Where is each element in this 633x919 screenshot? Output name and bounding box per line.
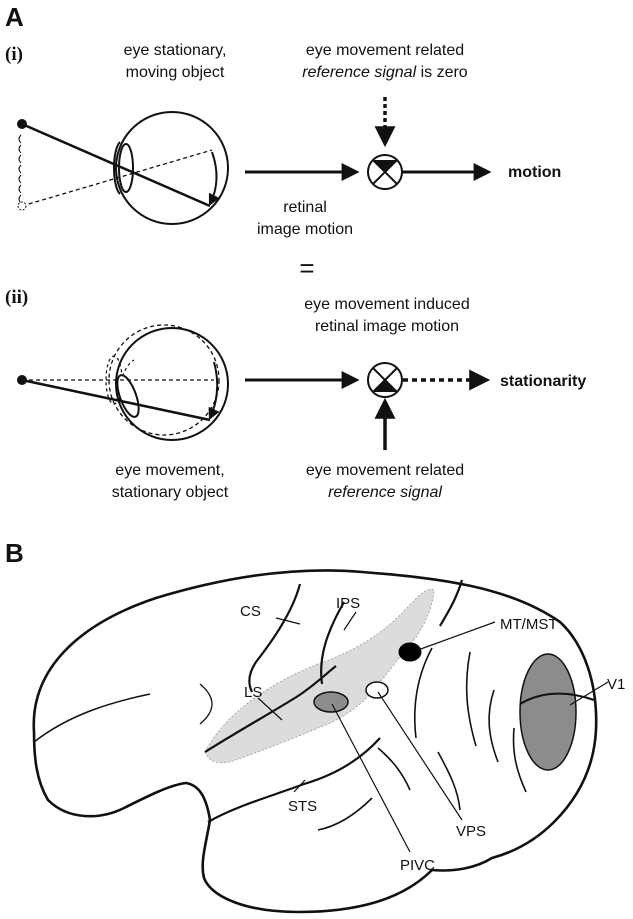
- object-dot-previous: [18, 202, 26, 210]
- occipital-sulcus-2: [489, 690, 498, 762]
- leader-vps: [378, 692, 462, 820]
- row-i-eye-label-line1: eye stationary,: [124, 42, 227, 59]
- panel-a: A (i) eye stationary, moving object eye …: [5, 2, 586, 501]
- mt-mst-area: [399, 643, 421, 661]
- comparator-i: [368, 155, 402, 189]
- eyeball: [116, 328, 228, 440]
- row-i-ref-label-line2: reference signal is zero: [302, 64, 468, 81]
- frontal-curve: [34, 694, 150, 742]
- leader-pivc: [332, 704, 410, 852]
- pivc-area: [314, 692, 348, 712]
- label-ips: IPS: [336, 595, 360, 612]
- prelunate-sulcus: [415, 648, 432, 738]
- object-dot-ii: [17, 375, 27, 385]
- eye-moving: [106, 325, 228, 440]
- label-vps: VPS: [456, 823, 486, 840]
- row-ii-induced-line2: retinal image motion: [315, 318, 459, 335]
- row-i-ref-rest: is zero: [416, 64, 468, 81]
- object-motion-trail: [19, 135, 21, 203]
- eye-stationary: [114, 112, 228, 224]
- row-ii-induced-line1: eye movement induced: [304, 296, 469, 313]
- row-ii-eye-label-line2: stationary object: [112, 484, 229, 501]
- vps-area: [366, 682, 388, 698]
- sulcus-mid: [378, 748, 410, 790]
- row-i-ref-italic: reference signal: [302, 64, 416, 81]
- label-v1: V1: [607, 676, 625, 693]
- lower-temporal-sulcus: [318, 798, 372, 830]
- row-i: (i) eye stationary, moving object eye mo…: [5, 42, 561, 238]
- leader-cs: [276, 618, 300, 624]
- inferior-occipital-sulcus: [438, 752, 460, 810]
- row-i-eye-label-line2: moving object: [126, 64, 225, 81]
- panel-a-letter: A: [5, 2, 24, 32]
- upper-sulcus: [440, 580, 462, 626]
- row-i-retinal-line1: retinal: [283, 199, 327, 216]
- output-motion: motion: [508, 164, 561, 181]
- leader-v1: [570, 682, 608, 705]
- occipital-sulcus-1: [467, 652, 476, 746]
- equals-sign: =: [299, 253, 314, 283]
- comparator-ii: [368, 363, 402, 397]
- panel-b-letter: B: [5, 538, 24, 568]
- label-cs: CS: [240, 603, 261, 620]
- output-stationarity: stationarity: [500, 373, 586, 390]
- leader-mt-mst: [418, 622, 495, 650]
- row-i-label: (i): [5, 44, 23, 65]
- row-i-ref-label-line1: eye movement related: [306, 42, 464, 59]
- row-ii-ref-label-line1: eye movement related: [306, 462, 464, 479]
- panel-b: B: [5, 538, 625, 912]
- label-ls: LS: [244, 684, 262, 701]
- row-ii-eye-label-line1: eye movement,: [115, 462, 224, 479]
- row-ii: (ii) eye movement induced retinal image …: [5, 287, 586, 501]
- leader-ips: [344, 612, 356, 630]
- object-dot: [17, 119, 27, 129]
- row-ii-label: (ii): [5, 287, 28, 308]
- v1-area: [520, 654, 576, 770]
- frontal-pole-curl: [200, 684, 212, 724]
- label-pivc: PIVC: [400, 857, 435, 874]
- row-i-retinal-line2: image motion: [257, 221, 353, 238]
- label-sts: STS: [288, 798, 317, 815]
- row-ii-ref-label-line2: reference signal: [328, 484, 442, 501]
- label-mt-mst: MT/MST: [500, 616, 558, 633]
